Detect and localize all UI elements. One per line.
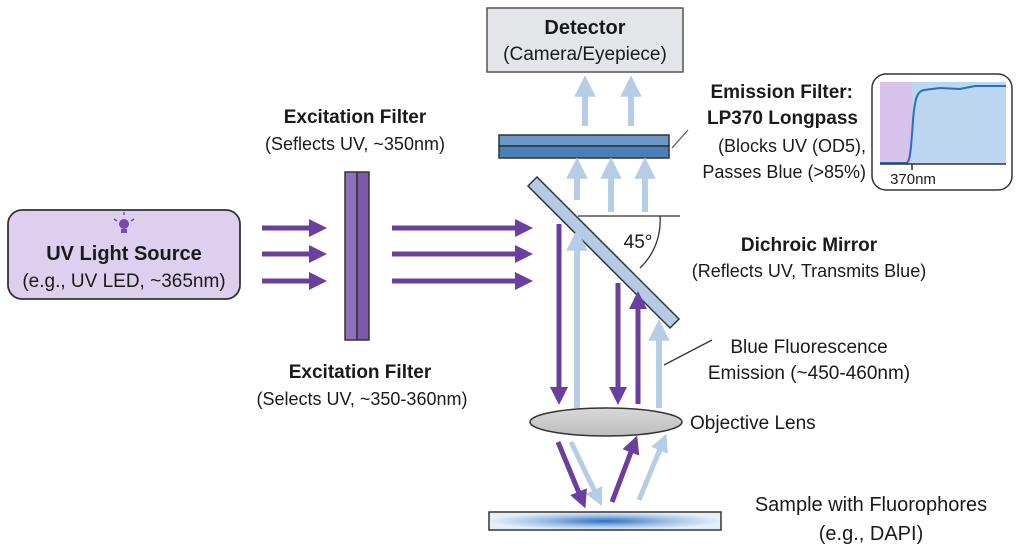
- sample-arrows: [555, 433, 668, 509]
- excitation-filter-bottom-title: Excitation Filter: [289, 362, 432, 383]
- transmitted-blue-arrows: [566, 157, 656, 212]
- emission-label-line2: Emission (~450-460nm): [708, 363, 910, 384]
- emission-filter-bar: [498, 134, 670, 159]
- inset-tick-label: 370nm: [890, 171, 936, 188]
- detector-arrows: [574, 75, 642, 126]
- emission-filter-title-1: Emission Filter:: [710, 82, 853, 103]
- source-arrows: [262, 219, 327, 290]
- sample-label-line2: (e.g., DAPI): [819, 523, 923, 545]
- emission-filter-label: Emission Filter: LP370 Longpass (Blocks …: [671, 82, 866, 182]
- dichroic-mirror: [526, 175, 681, 330]
- dichroic-title: Dichroic Mirror: [741, 235, 878, 256]
- detector-box: Detector (Camera/Eyepiece): [486, 7, 684, 73]
- light-source-subtitle: (e.g., UV LED, ~365nm): [22, 271, 225, 292]
- excitation-filter-top-title: Excitation Filter: [284, 107, 427, 128]
- sample-label-line1: Sample with Fluorophores: [755, 494, 987, 516]
- light-source-title: UV Light Source: [46, 243, 202, 265]
- sample-slide: [488, 511, 722, 531]
- dichroic-subtitle: (Reflects UV, Transmits Blue): [692, 261, 926, 281]
- excitation-filter-top-subtitle: (Seflects UV, ~350nm): [265, 134, 445, 154]
- emission-filter-desc-2: Passes Blue (>85%): [702, 162, 866, 182]
- objective-label: Objective Lens: [690, 413, 816, 434]
- uv-light-source: UV Light Source (e.g., UV LED, ~365nm): [7, 209, 241, 300]
- emission-arrows: [566, 229, 670, 408]
- emission-filter-desc-1: (Blocks UV (OD5),: [718, 136, 866, 156]
- objective-lens: [529, 407, 683, 437]
- emission-label-line1: Blue Fluorescence: [730, 337, 887, 358]
- excitation-filter-bar: [344, 171, 370, 341]
- angle-indicator: 45°: [578, 215, 680, 269]
- filtered-uv-arrows: [392, 219, 533, 290]
- transmission-inset: 370nm: [871, 73, 1013, 191]
- lightbulb-icon: [113, 212, 135, 233]
- detector-title: Detector: [544, 17, 625, 39]
- uv-path-arrows: [550, 224, 647, 405]
- detector-subtitle: (Camera/Eyepiece): [503, 44, 667, 65]
- emission-filter-title-2: LP370 Longpass: [707, 108, 858, 129]
- angle-label: 45°: [624, 232, 653, 253]
- excitation-filter-bottom-subtitle: (Selects UV, ~350-360nm): [257, 389, 468, 409]
